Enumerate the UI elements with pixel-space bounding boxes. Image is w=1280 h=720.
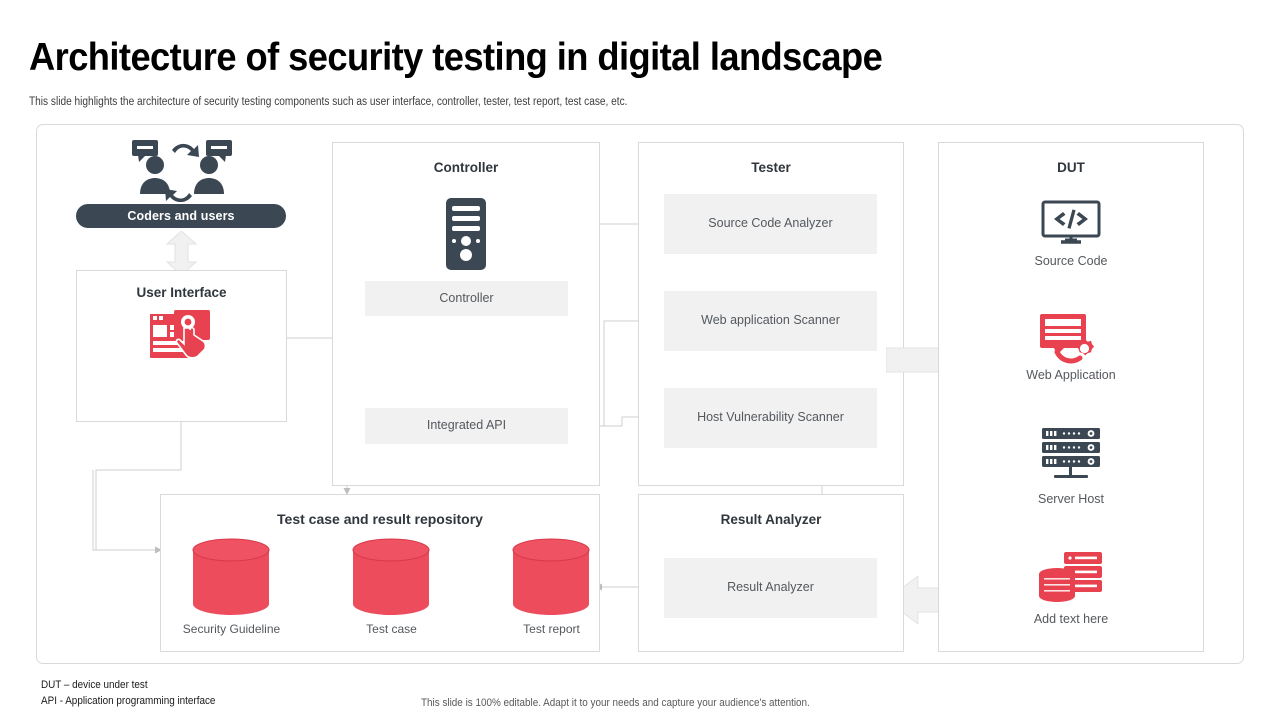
controller-panel-title: Controller	[433, 160, 499, 175]
result-analyzer-box[interactable]: Result Analyzer	[664, 558, 877, 618]
user-interface-title: User Interface	[136, 285, 227, 300]
dut-panel-title: DUT	[1057, 160, 1085, 175]
dut-label-add-text-here: Add text here	[1033, 612, 1109, 626]
repository-panel-title: Test case and result repository	[277, 511, 483, 527]
server-rack-icon	[1042, 428, 1100, 478]
database-stack-icon	[1039, 552, 1102, 602]
web-application-scanner-box[interactable]: Web application Scanner	[664, 291, 877, 351]
tester-panel-title: Tester	[751, 160, 791, 175]
dut-label-web-application: Web Application	[1026, 368, 1116, 382]
coders-and-users-pill[interactable]: Coders and users	[76, 204, 286, 228]
page-title: Architecture of security testing in digi…	[29, 36, 883, 79]
editable-note: This slide is 100% editable. Adapt it to…	[421, 697, 810, 709]
dut-label-source-code: Source Code	[1034, 254, 1108, 268]
web-app-gear-icon	[1040, 314, 1095, 364]
ui-touch-screen-icon	[150, 310, 210, 359]
server-tower-icon	[446, 198, 486, 270]
double-vertical-arrow	[165, 231, 198, 275]
integrated-api-box-label: Integrated API	[426, 418, 507, 433]
page-subtitle: This slide highlights the architecture o…	[29, 96, 628, 108]
web-application-scanner-label: Web application Scanner	[701, 313, 840, 328]
host-vulnerability-scanner-label: Host Vulnerability Scanner	[697, 410, 844, 425]
monitor-code-icon	[1041, 200, 1101, 244]
cylinder-label-test-report: Test report	[523, 622, 580, 636]
cylinder-security-guideline[interactable]	[191, 538, 271, 616]
coders-pill-label: Coders and users	[127, 209, 235, 223]
result-analyzer-panel-title: Result Analyzer	[720, 512, 822, 527]
host-vulnerability-scanner-box[interactable]: Host Vulnerability Scanner	[664, 388, 877, 448]
footnote-api: API - Application programming interface	[41, 695, 216, 707]
result-analyzer-box-label: Result Analyzer	[727, 580, 814, 595]
dut-label-server-host: Server Host	[1038, 492, 1104, 506]
footnote-dut: DUT – device under test	[41, 679, 148, 691]
cylinder-label-security-guideline: Security Guideline	[182, 622, 281, 636]
cylinder-test-case[interactable]	[351, 538, 431, 616]
controller-box-label: Controller	[439, 290, 494, 305]
two-people-exchange-icon	[132, 140, 232, 202]
cylinder-test-report[interactable]	[511, 538, 591, 616]
source-code-analyzer-box[interactable]: Source Code Analyzer	[664, 194, 877, 254]
integrated-api-box[interactable]: Integrated API	[365, 408, 568, 444]
source-code-analyzer-label: Source Code Analyzer	[708, 216, 833, 231]
controller-box[interactable]: Controller	[365, 281, 568, 316]
cylinder-label-test-case: Test case	[366, 622, 417, 636]
